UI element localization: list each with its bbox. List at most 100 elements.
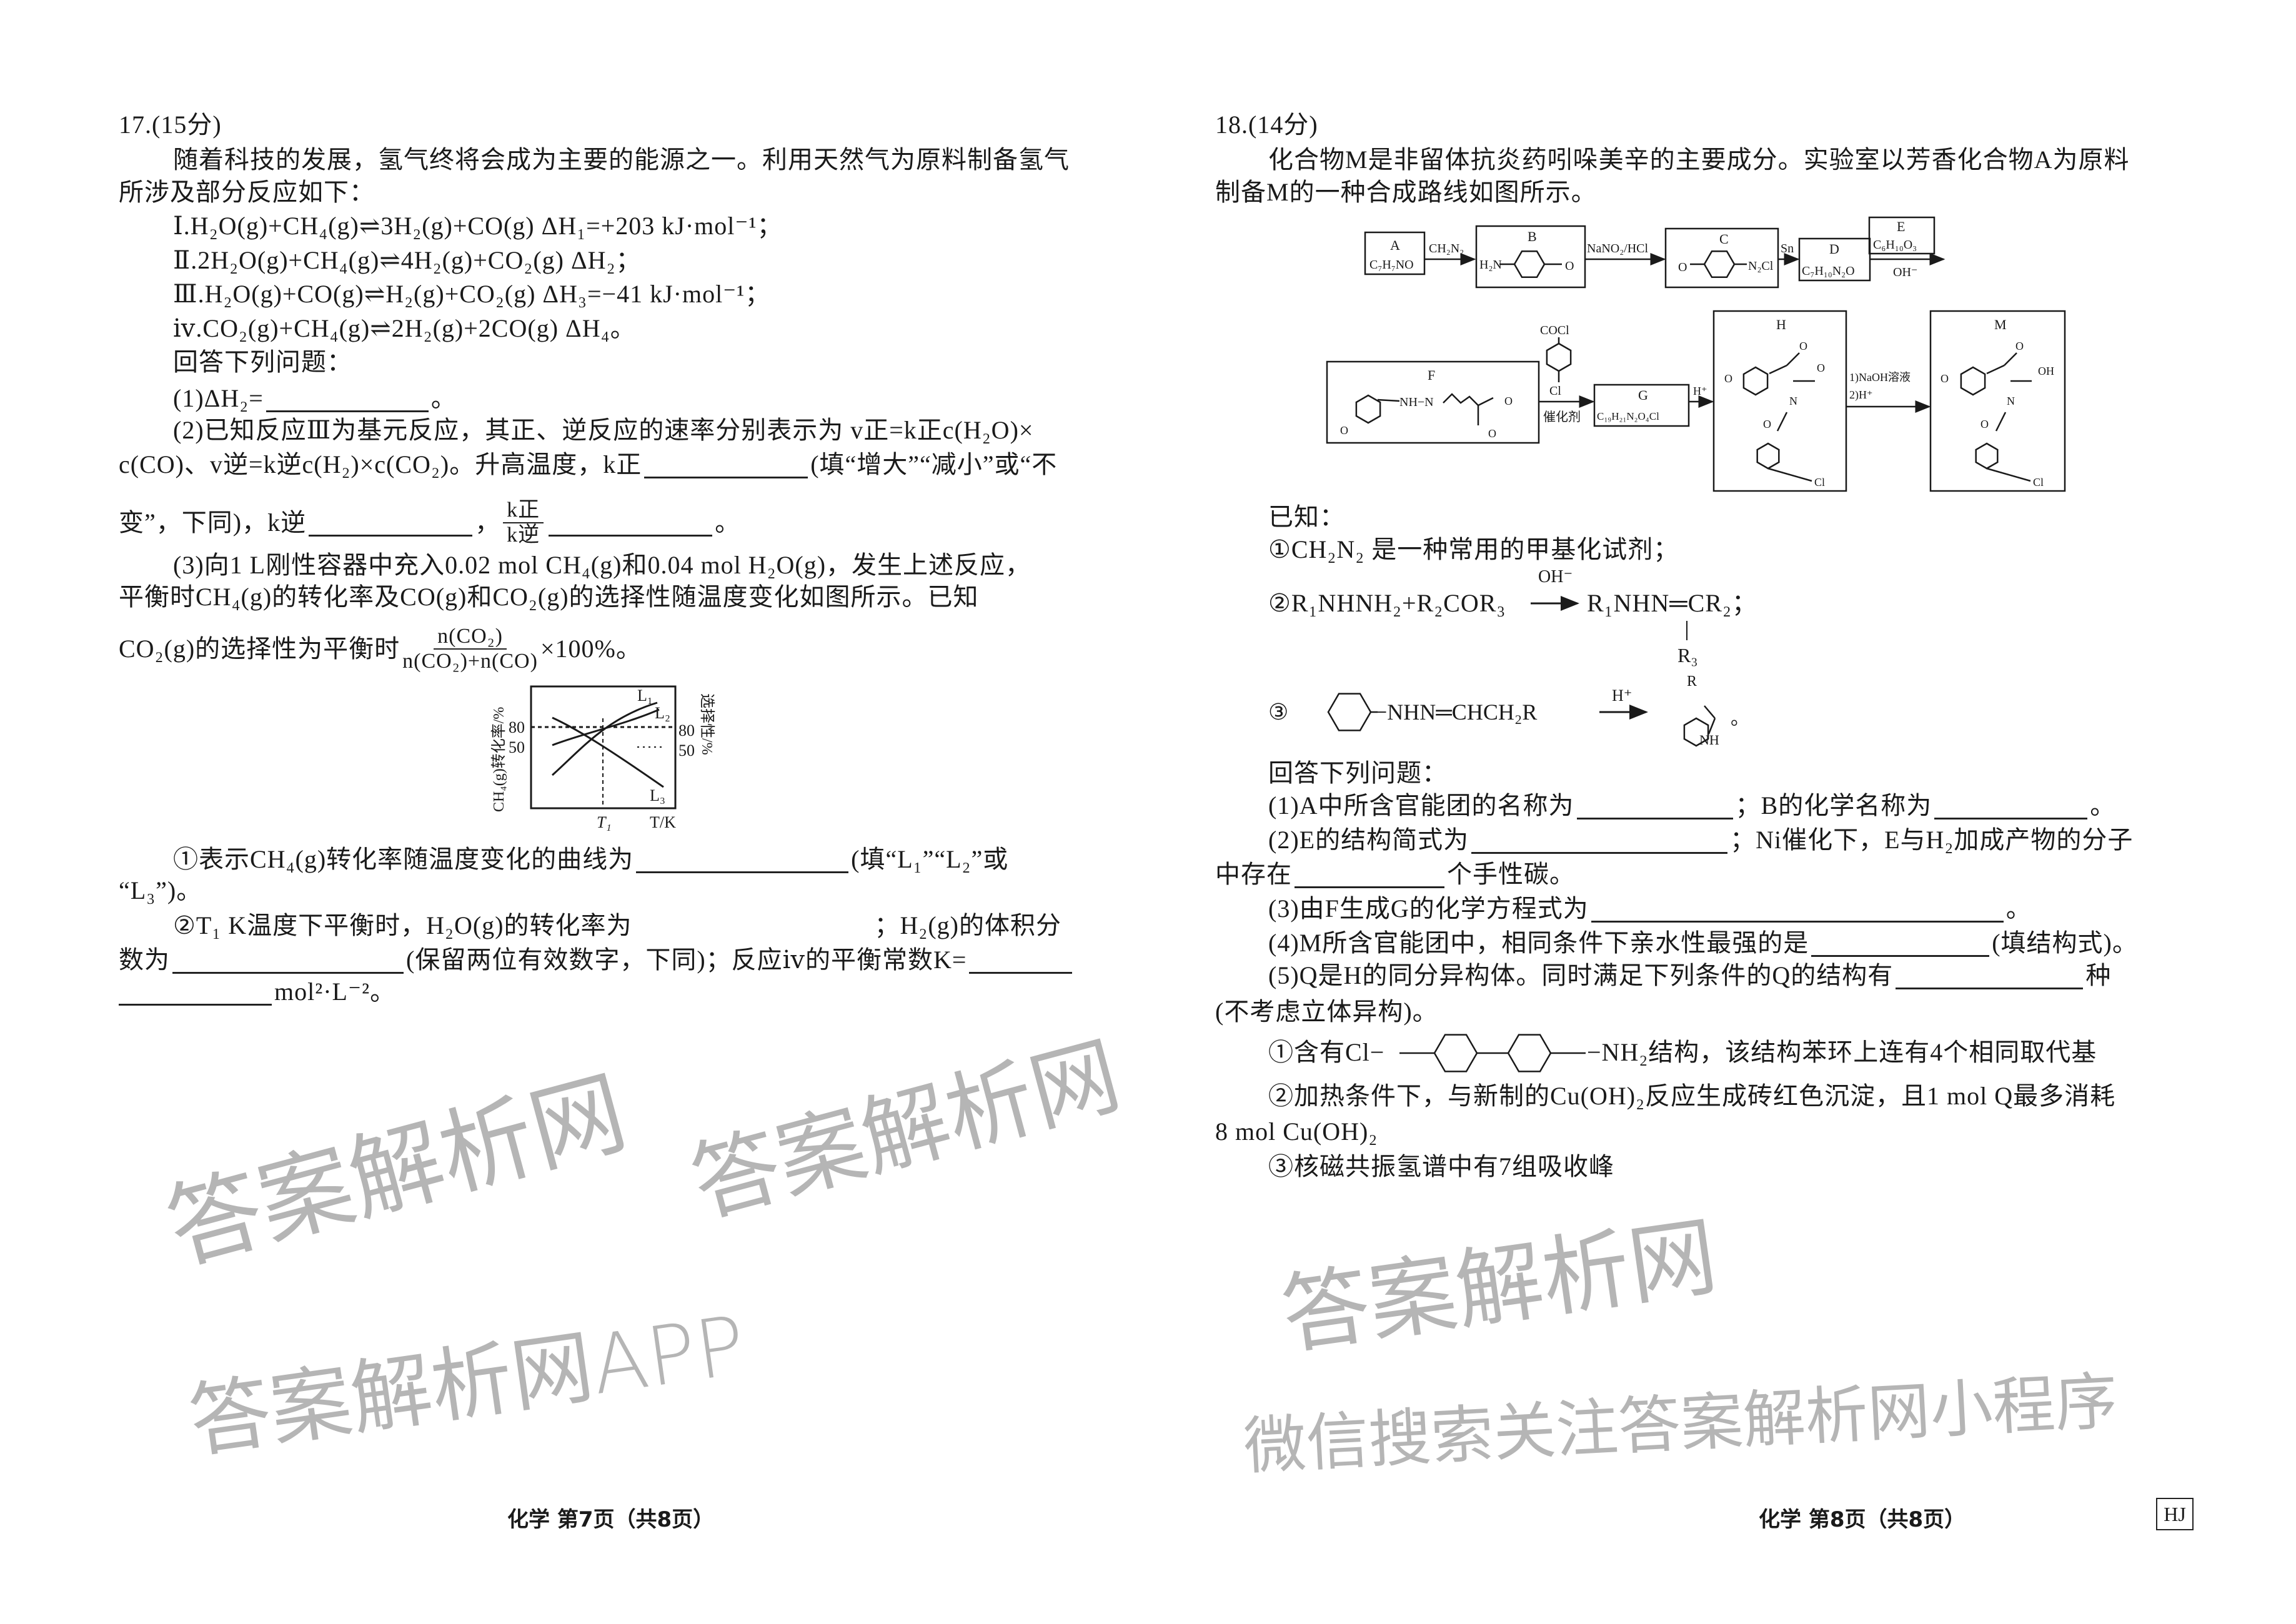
compound-box-c	[1664, 227, 1779, 289]
compound-box-a	[1364, 231, 1426, 275]
condition-3: ③核磁共振氢谱中有7组吸收峰	[1268, 1152, 1614, 1181]
answer-blank[interactable]	[636, 846, 849, 873]
answer-prompt: 回答下列问题：	[173, 348, 352, 376]
reagent-label: Sn	[1781, 242, 1794, 255]
answer-blank[interactable]	[1811, 930, 1990, 957]
tick-label: 50	[678, 741, 695, 760]
reaction-3: Ⅲ.H₂O(g)+CO(g)⇌H₂(g)+CO₂(g) ΔH₃=−41 kJ·m…	[173, 280, 771, 308]
reaction-2: Ⅱ.2H₂O(g)+CH₄(g)⇌4H₂(g)+CO₂(g) ΔH₂；	[173, 246, 642, 274]
bond-chain	[1443, 393, 1494, 425]
x-axis-label: T/K	[650, 813, 676, 831]
condition-2: 8 mol Cu(OH)₂	[1215, 1117, 1378, 1146]
selectivity-fraction: n(CO₂)n(CO₂)+n(CO)	[402, 625, 538, 673]
tick-label: 80	[509, 718, 525, 736]
answer-blank[interactable]	[309, 510, 473, 537]
compound-formula: C₆H₁₀O₃	[1873, 238, 1917, 252]
q17-part2: (2)已知反应Ⅲ为基元反应，其正、逆反应的速率分别表示为 v正=k正c(H₂O)…	[173, 416, 1034, 444]
atom-label: O	[1504, 395, 1513, 407]
curve-label-l1: L₁	[637, 686, 653, 705]
answer-blank[interactable]	[172, 947, 404, 974]
x-mark-t1: T₁	[597, 813, 612, 831]
q18-part1: (1)A中所含官能团的名称为；B的化学名称为。	[1268, 791, 2116, 819]
q17-part3: (3)向1 L刚性容器中充入0.02 mol CH₄(g)和0.04 mol H…	[173, 551, 1031, 579]
q18-part2: 中存在个手性碳。	[1215, 860, 1575, 888]
benzene-ring-icon	[1756, 442, 1780, 470]
compound-box-h	[1712, 310, 1847, 492]
compound-box-m	[1929, 310, 2066, 492]
compound-label: F	[1428, 367, 1435, 383]
footer-page-right: 化学 第8页（共8页）	[1759, 1507, 1966, 1532]
answer-blank[interactable]	[1591, 896, 2004, 923]
reagent-structure-label: COCl	[1540, 324, 1569, 337]
ring-structures	[1327, 250, 2032, 1072]
q17-sub1: “L₃”)。	[119, 876, 202, 904]
atom-label: Cl	[2033, 476, 2044, 488]
answer-blank[interactable]	[969, 947, 1073, 974]
condition-1: −NH₂结构，该结构苯环上连有4个相同取代基	[1587, 1038, 2097, 1066]
substituent: H₂N	[1479, 258, 1502, 272]
item-number: ③	[1268, 700, 1288, 725]
atom-label: O	[1941, 372, 1949, 385]
atom-label: O	[1980, 418, 1989, 430]
reagent-structure-label: Cl	[1549, 384, 1561, 398]
answer-blank[interactable]	[1576, 793, 1733, 819]
curve-label-l2: L₂	[655, 704, 670, 722]
paper-code: HJ	[2156, 1498, 2194, 1530]
substituent: O	[1565, 259, 1574, 273]
atom-label: O	[1763, 418, 1771, 430]
benzene-ring-icon	[1975, 442, 1999, 470]
compound-label: H	[1776, 317, 1786, 332]
compound-label: E	[1897, 219, 1905, 234]
curve-l2	[552, 708, 660, 746]
compound-label: C	[1719, 231, 1729, 247]
answer-blank[interactable]	[644, 452, 808, 478]
bond-line	[1786, 352, 1800, 366]
curve-label-l3: L₃	[650, 786, 665, 805]
answer-blank[interactable]	[1896, 963, 2084, 989]
substituent: O	[1678, 260, 1687, 274]
known-reactions: OH⁻ R₃ ③ −NHN═CHCH₂R H⁺ R NH 。	[1268, 567, 1749, 748]
substituent: N₂Cl	[1748, 259, 1774, 273]
reagent-label: H⁺	[1693, 385, 1707, 397]
bond-line	[1986, 467, 2031, 482]
tick-label: 50	[509, 738, 525, 756]
atom-label: Cl	[1814, 476, 1825, 488]
atom-label: NH	[1699, 732, 1719, 748]
bond-line	[1704, 705, 1716, 719]
answer-blank[interactable]	[119, 979, 272, 1006]
compound-formula: C₁₉H₂₁N₂O₄Cl	[1597, 410, 1659, 422]
q17-part1: (1)ΔH₂=。	[173, 384, 457, 412]
y-axis-label-left: CH₄(g)转化率/%	[490, 707, 507, 812]
benzene-ring-icon	[1703, 250, 1736, 279]
compound-label: A	[1390, 237, 1400, 253]
q17-part3: 平衡时CH₄(g)的转化率及CO(g)和CO₂(g)的选择性随温度变化如图所示。…	[119, 583, 979, 611]
benzene-ring-icon	[1433, 1034, 1478, 1072]
answer-blank[interactable]	[1295, 861, 1444, 888]
reaction-1: Ⅰ.H₂O(g)+CH₄(g)⇌3H₂(g)+CO(g) ΔH₁=+203 kJ…	[173, 212, 783, 240]
reaction-4: ⅳ.CO₂(g)+CH₄(g)⇌2H₂(g)+2CO(g) ΔH₄。	[173, 314, 636, 342]
benzene-ring-icon	[1327, 693, 1372, 731]
y-axis-label-right: 选择性/%	[698, 693, 715, 755]
known-1: ①CH₂N₂ 是一种常用的甲基化试剂；	[1268, 535, 1679, 563]
answer-blank[interactable]	[266, 385, 429, 412]
known-title: 已知：	[1268, 503, 1345, 531]
benzene-ring-icon	[1683, 717, 1709, 747]
atom-label: N	[2007, 395, 2015, 407]
hydrazone-formula: −NHN═CHCH₂R	[1374, 700, 1537, 725]
q17-part2: c(CO)、v逆=k逆c(H₂)×c(CO₂)。升高温度，k正(填“增大”“减小…	[119, 450, 1058, 478]
answer-blank[interactable]	[1934, 793, 2088, 819]
atom-label: N	[1789, 395, 1797, 407]
reagent-label: 1)NaOH溶液	[1849, 371, 1911, 384]
atom-label: O	[1799, 340, 1807, 352]
answer-blank[interactable]	[549, 510, 713, 537]
answer-blank[interactable]	[1471, 827, 1728, 854]
q18-intro: 化合物M是非留体抗炎药吲哚美辛的主要成分。实验室以芳香化合物A为原料	[1268, 146, 2130, 174]
compound-formula: C₇H₇NO	[1369, 258, 1414, 272]
answer-prompt: 回答下列问题：	[1268, 759, 1448, 787]
bond-line	[1986, 364, 2005, 375]
compound-label: D	[1829, 241, 1839, 257]
compound-box-b	[1475, 225, 1586, 289]
